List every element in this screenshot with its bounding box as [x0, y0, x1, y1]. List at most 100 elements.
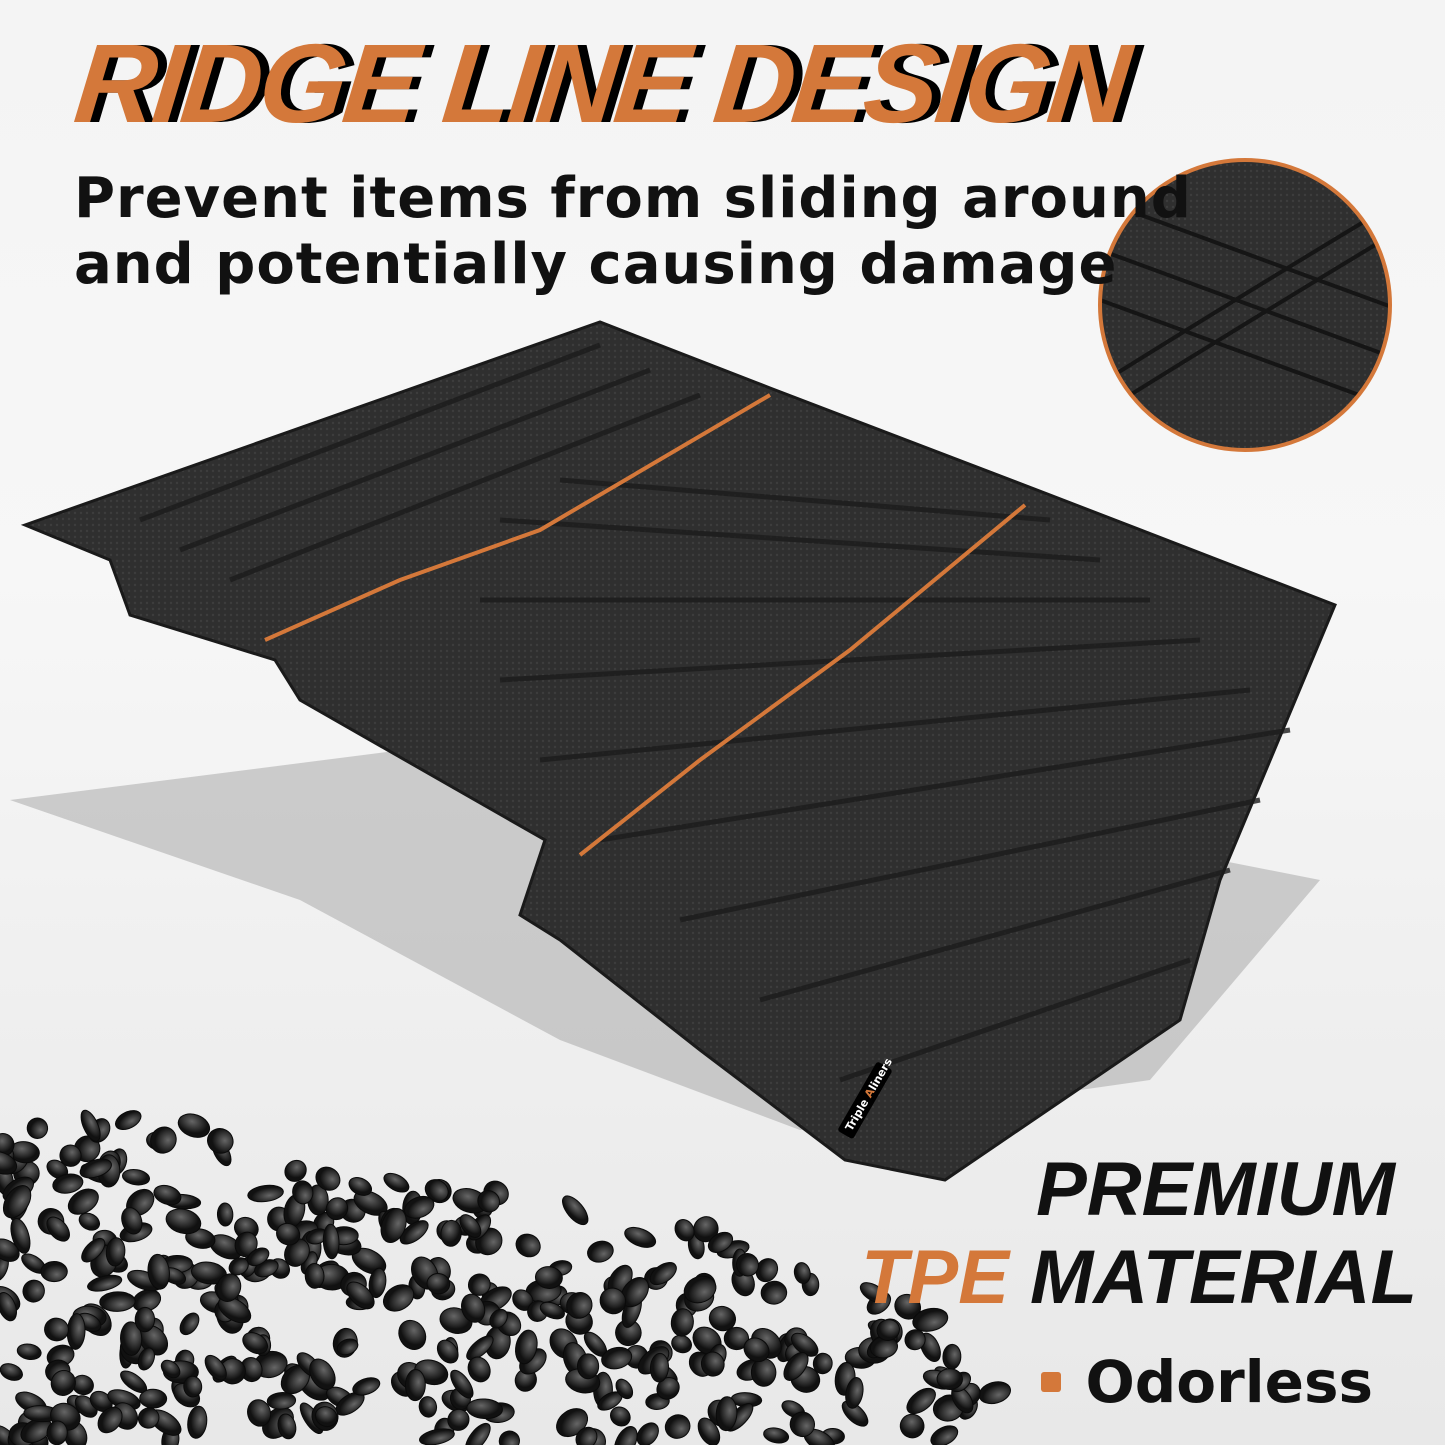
- pellet: [426, 1273, 451, 1295]
- pellet: [165, 1208, 202, 1235]
- pellet: [160, 1359, 181, 1379]
- pellet: [67, 1188, 99, 1215]
- pellet: [353, 1190, 388, 1216]
- pellet: [0, 1133, 15, 1157]
- subheadline: Prevent items from sliding around and po…: [74, 166, 1192, 298]
- pellet: [0, 1363, 23, 1381]
- pellet: [599, 1287, 627, 1315]
- pellet: [461, 1293, 486, 1323]
- pellet: [322, 1223, 340, 1260]
- pellet: [539, 1301, 565, 1320]
- pellet: [467, 1273, 491, 1296]
- pellet: [760, 1280, 788, 1305]
- pellet: [562, 1195, 589, 1226]
- pellet: [418, 1396, 438, 1418]
- pellet: [66, 1313, 86, 1350]
- pellet: [216, 1273, 242, 1302]
- pellet: [465, 1422, 491, 1445]
- pellet: [466, 1398, 503, 1420]
- pellet: [419, 1428, 455, 1445]
- pellet: [904, 1329, 926, 1351]
- pellet: [715, 1396, 738, 1432]
- pellet: [314, 1406, 338, 1428]
- material-title-line-1: PREMIUM: [1036, 1147, 1395, 1232]
- pellet: [207, 1128, 234, 1154]
- pellet: [624, 1226, 657, 1248]
- pellet: [610, 1406, 631, 1427]
- tpe-pellets: [0, 1109, 1011, 1445]
- pellet: [153, 1184, 182, 1206]
- pellet: [615, 1378, 634, 1400]
- pellet: [79, 1158, 112, 1179]
- feature-label: Odorless: [1085, 1348, 1373, 1416]
- pellet: [40, 1260, 68, 1283]
- pellet: [467, 1356, 491, 1383]
- pellet: [498, 1430, 520, 1445]
- pellet: [899, 1413, 925, 1439]
- pellet: [185, 1228, 216, 1249]
- subheadline-line-1: Prevent items from sliding around: [74, 166, 1192, 231]
- pellet: [80, 1109, 101, 1142]
- pellet: [50, 1369, 76, 1396]
- pellet: [121, 1207, 143, 1235]
- pellet: [763, 1427, 790, 1444]
- pellet: [266, 1392, 297, 1410]
- pellet: [906, 1387, 936, 1415]
- pellet: [187, 1405, 208, 1439]
- pellet: [636, 1422, 659, 1445]
- pellet: [436, 1339, 459, 1364]
- pellet: [22, 1279, 45, 1303]
- pellet: [789, 1411, 816, 1438]
- pellet: [352, 1377, 381, 1396]
- pellet: [59, 1144, 82, 1167]
- pellet: [534, 1266, 563, 1289]
- pellet: [841, 1400, 869, 1427]
- pellet: [16, 1343, 42, 1361]
- pellet: [440, 1219, 462, 1247]
- pellet: [99, 1291, 136, 1312]
- pellet: [46, 1216, 70, 1242]
- pellet: [97, 1406, 123, 1434]
- pellet: [204, 1354, 227, 1381]
- pellet: [790, 1332, 819, 1357]
- pellet: [649, 1262, 677, 1286]
- ridge-line-2: [578, 503, 1027, 857]
- pellet: [309, 1358, 336, 1390]
- pellet: [664, 1414, 691, 1439]
- pellet: [978, 1381, 1011, 1405]
- pellet: [0, 1151, 18, 1175]
- pellet: [708, 1305, 737, 1332]
- pellet: [383, 1172, 410, 1193]
- subheadline-line-2: and potentially causing damage: [74, 232, 1118, 297]
- pellet: [477, 1190, 500, 1213]
- pellet: [26, 1117, 49, 1139]
- pellet: [10, 1217, 31, 1254]
- pellet: [876, 1319, 900, 1341]
- pellet: [234, 1231, 258, 1258]
- pellet: [284, 1159, 307, 1182]
- pellet: [587, 1240, 614, 1263]
- feature-item: Odorless: [1041, 1348, 1373, 1416]
- pellet: [81, 1237, 106, 1263]
- pellet: [276, 1222, 301, 1246]
- pellet: [284, 1238, 310, 1267]
- pellet: [325, 1197, 349, 1221]
- pellet: [247, 1247, 270, 1267]
- pellet: [404, 1369, 426, 1402]
- pellet: [120, 1321, 143, 1356]
- pellet: [217, 1296, 252, 1324]
- pellet: [183, 1375, 203, 1398]
- pellet: [247, 1184, 284, 1203]
- pellet: [398, 1319, 427, 1350]
- pellet: [137, 1347, 155, 1371]
- pellet: [649, 1352, 670, 1383]
- pellet: [277, 1413, 297, 1440]
- pellet: [515, 1233, 541, 1258]
- pellet: [575, 1426, 598, 1445]
- bullet-icon: [1041, 1372, 1062, 1392]
- pellet: [383, 1284, 415, 1312]
- pellet: [845, 1376, 864, 1409]
- pellet: [348, 1177, 373, 1196]
- pellet: [936, 1368, 963, 1390]
